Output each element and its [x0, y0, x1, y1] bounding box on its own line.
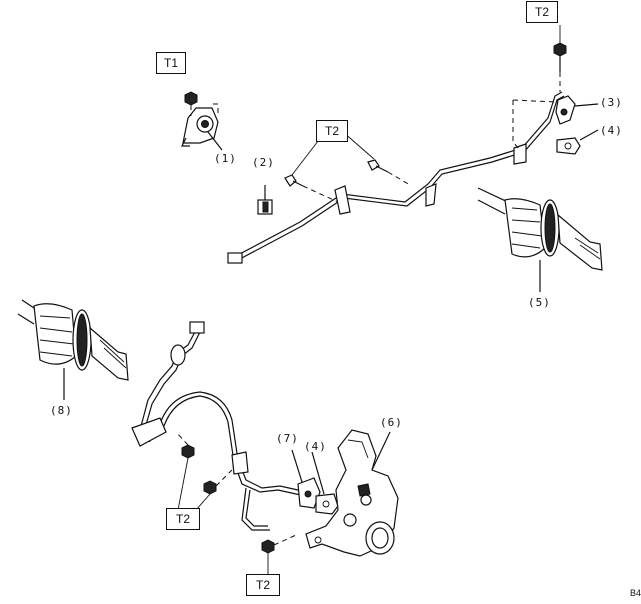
- part-4-gasket-bottom: [311, 451, 339, 515]
- torque-label-t1: T1: [156, 52, 186, 74]
- part-6-steering-knuckle: [305, 429, 399, 557]
- part-4-gasket-top: [556, 129, 599, 155]
- center-bolts: [284, 131, 411, 203]
- part-1-sensor-bracket: [181, 103, 223, 151]
- callout-part-2: (2): [252, 156, 275, 169]
- torque-label-t2-top: T2: [526, 1, 558, 23]
- torque-label-t2-bottom-left: T2: [166, 508, 200, 530]
- part-3-rear-sensor: [512, 95, 599, 151]
- callout-part-4-top: (4): [600, 124, 623, 137]
- t2-top-bolt: [553, 25, 567, 92]
- part-8-front-axle: [17, 299, 129, 400]
- lower-harness: [131, 321, 311, 531]
- callout-part-1: (1): [214, 152, 237, 165]
- upper-harness: [227, 91, 565, 264]
- callout-part-7: (7): [276, 432, 299, 445]
- front-bolts: [175, 431, 297, 576]
- callout-part-6: (6): [380, 416, 403, 429]
- torque-label-t2-bottom: T2: [246, 574, 280, 596]
- part-2-harness-clip: [257, 185, 273, 215]
- callout-part-5: (5): [528, 296, 551, 309]
- callout-part-8: (8): [50, 404, 73, 417]
- torque-label-t2-center: T2: [316, 120, 348, 142]
- figure-code: B4: [630, 588, 641, 598]
- t1-nut: [184, 91, 198, 116]
- part-5-rear-axle: [477, 187, 603, 292]
- callout-part-4-bottom: (4): [304, 440, 327, 453]
- callout-part-3: (3): [600, 96, 623, 109]
